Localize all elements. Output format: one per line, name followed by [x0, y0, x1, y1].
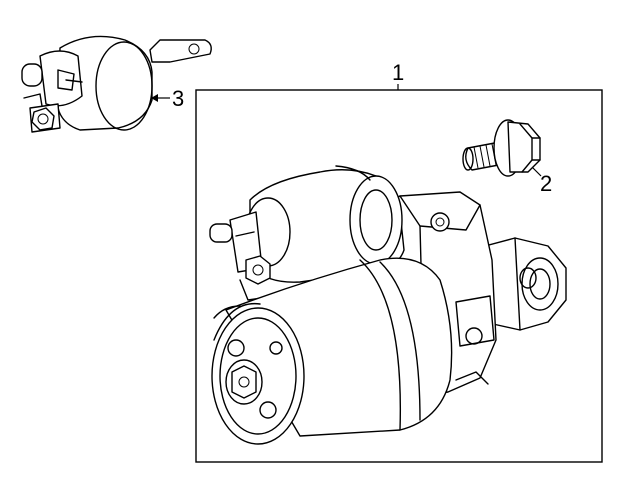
callout-1-label: 1: [392, 60, 404, 85]
starter-motor-assembly: [209, 165, 567, 445]
callout-3-arrowhead: [151, 94, 158, 102]
solenoid-part: [21, 35, 212, 133]
callout-3-label: 3: [172, 86, 184, 111]
assembly-frame: [195, 89, 603, 463]
bolt-part: [462, 119, 541, 177]
callout-2-label: 2: [540, 171, 552, 196]
